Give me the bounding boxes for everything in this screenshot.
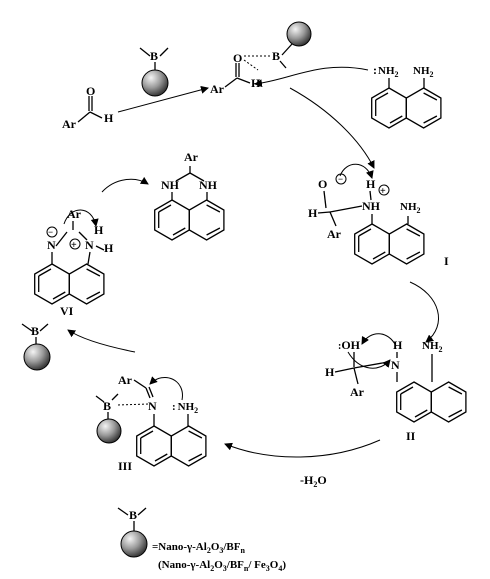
aldehyde-o-label: O bbox=[86, 84, 95, 98]
activated-carbonyl: Ar O H B bbox=[210, 21, 312, 96]
catalyst-top: B bbox=[139, 47, 169, 97]
I-h-label: H bbox=[308, 206, 318, 220]
legend-line-1: =Nano-γ-Al2O3/BFn bbox=[152, 541, 246, 555]
diaminonaphthalene-reactant: : NH2 NH2 bbox=[254, 63, 442, 129]
II-ar-label: Ar bbox=[350, 385, 365, 399]
lone-pair: : bbox=[373, 63, 377, 77]
I-h-top: H bbox=[366, 177, 376, 191]
I-o-label: O bbox=[318, 177, 327, 191]
legend-sphere bbox=[120, 530, 148, 558]
water-loss: -H2O bbox=[300, 473, 327, 489]
perimidine-product: Ar NH NH bbox=[154, 150, 225, 241]
I-ar-label: Ar bbox=[327, 227, 342, 241]
VI-ar-label: Ar bbox=[67, 207, 82, 221]
label-II: II bbox=[406, 429, 416, 443]
VI-n-right: N bbox=[85, 238, 94, 252]
I-nh-label: NH bbox=[362, 199, 381, 213]
III-nh2: :NH2 bbox=[172, 401, 198, 415]
activated-ar-label: Ar bbox=[210, 82, 225, 96]
intermediate-I: O − H Ar H + NH NH2 I bbox=[308, 163, 449, 268]
II-n-label: N bbox=[391, 358, 400, 372]
aldehyde-h-label: H bbox=[104, 111, 114, 125]
intermediate-II: :OH H Ar H N NH2 II bbox=[325, 333, 467, 443]
activated-catalyst-sphere bbox=[286, 21, 312, 47]
reactant-nh2-1: NH2 bbox=[378, 65, 399, 79]
label-I: I bbox=[444, 254, 449, 268]
catalyst-released: B bbox=[21, 323, 51, 371]
catalyst-top-sphere bbox=[141, 69, 169, 97]
legend-b: B bbox=[129, 508, 137, 522]
VI-n-left: N bbox=[47, 238, 56, 252]
aldehyde: Ar O H bbox=[62, 84, 114, 131]
catalyst-released-b: B bbox=[31, 324, 39, 338]
catalyst-legend: B =Nano-γ-Al2O3/BFn (Nano-γ-Al2O3/BFn/ F… bbox=[117, 507, 286, 573]
intermediate-III: Ar N B :NH2 III bbox=[95, 373, 207, 473]
VI-plus: + bbox=[71, 240, 77, 251]
product-nh-left: NH bbox=[161, 178, 180, 192]
VI-h-right: H bbox=[104, 241, 114, 255]
activated-b-label: B bbox=[272, 49, 280, 63]
activated-o-label: O bbox=[233, 51, 242, 65]
label-VI: VI bbox=[60, 304, 74, 318]
III-catalyst-sphere bbox=[96, 418, 122, 444]
VI-minus: − bbox=[48, 227, 53, 237]
I-minus: − bbox=[338, 174, 343, 184]
II-h-label: H bbox=[325, 365, 335, 379]
VI-h-top: H bbox=[94, 223, 104, 237]
intermediate-VI: Ar − + H N N H VI bbox=[34, 207, 114, 318]
II-h-top: H bbox=[393, 338, 403, 352]
legend-line-2: (Nano-γ-Al2O3/BFn/ Fe3O4) bbox=[158, 559, 286, 573]
product-ar-label: Ar bbox=[184, 150, 199, 164]
catalyst-released-sphere bbox=[23, 343, 51, 371]
I-nh2: NH2 bbox=[400, 201, 421, 215]
II-nh2: NH2 bbox=[422, 340, 443, 354]
I-plus: + bbox=[380, 186, 386, 197]
III-b-label: B bbox=[103, 399, 111, 413]
product-nh-right: NH bbox=[199, 178, 218, 192]
label-III: III bbox=[118, 459, 132, 473]
III-n-label: N bbox=[148, 399, 157, 413]
III-ar-label: Ar bbox=[118, 373, 133, 387]
aldehyde-ar-label: Ar bbox=[62, 117, 77, 131]
catalyst-top-b: B bbox=[150, 49, 158, 63]
reactant-nh2-2: NH2 bbox=[413, 65, 434, 79]
II-oh-label: :OH bbox=[338, 338, 361, 352]
